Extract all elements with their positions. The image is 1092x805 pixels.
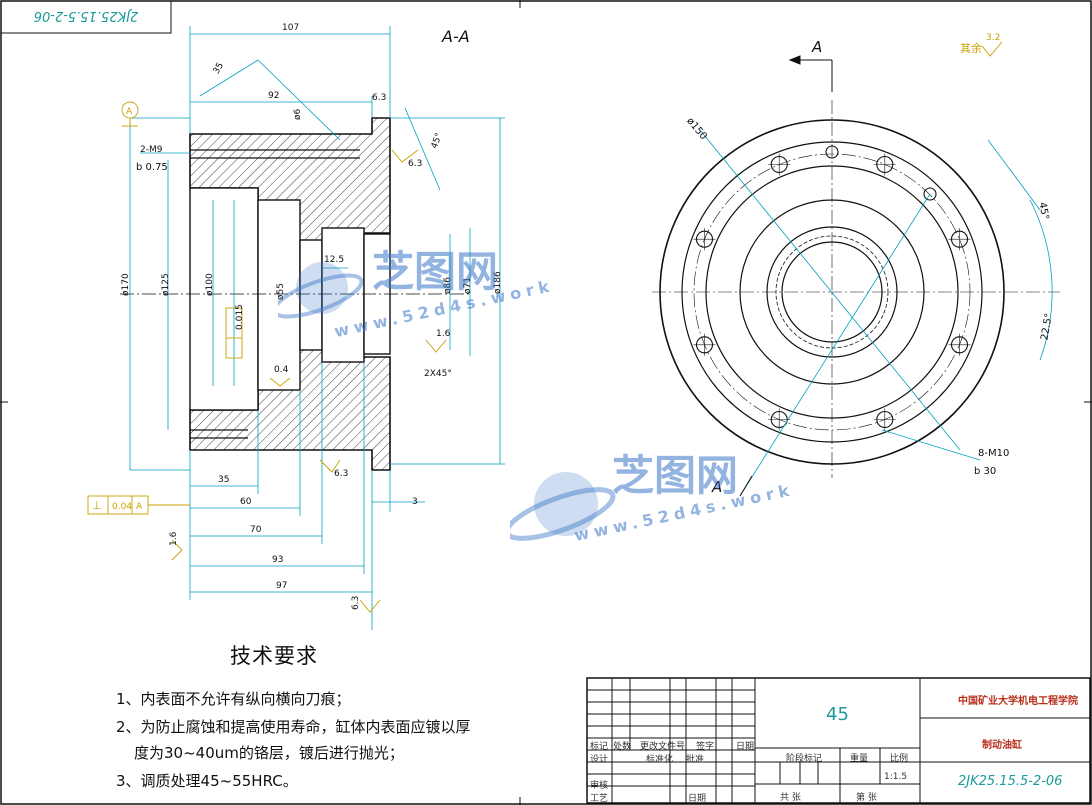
dim-12-5: 12.5 [324, 255, 344, 265]
tb-weight: 重量 [850, 754, 869, 764]
watermark-brand: 芝图网 [372, 247, 499, 296]
small-hole [825, 145, 839, 159]
roughness-other-label: 其余 [960, 41, 982, 55]
tb-sign: 签字 [696, 742, 715, 752]
dim-6-3-mid: 6.3 [408, 159, 422, 169]
perp-symbol: ⊥ [92, 499, 102, 512]
watermark-globe-2 [510, 472, 616, 541]
tb-scale-label: 比例 [890, 754, 909, 764]
dim-0-015: 0.015 [235, 304, 245, 330]
dim-35: 35 [218, 475, 229, 485]
dim-0-4: 0.4 [274, 365, 289, 375]
dim-angle22-5: 22.5° [1039, 312, 1055, 341]
tb-total: 共 张 [780, 793, 801, 803]
dim-6-3-bottom: 6.3 [351, 596, 361, 610]
watermark-brand: 芝图网 [612, 451, 739, 500]
tb-mark: 标记 [590, 742, 609, 752]
dim-60: 60 [240, 497, 252, 507]
tech-req-item: 2、为防止腐蚀和提高使用寿命，缸体内表面应镀以厚 [116, 718, 471, 736]
holes-spec: 8-M10 [978, 448, 1009, 459]
tech-req-item: 度为30~40um的铬层，镀后进行抛光； [134, 744, 404, 762]
dim-93: 93 [272, 555, 283, 565]
dim-3: 3 [412, 497, 418, 507]
tb-stage: 阶段标记 [786, 754, 823, 764]
dim-1-6: 1.6 [436, 329, 451, 339]
front-dimensions [699, 129, 1053, 497]
roughness-other-value: 3.2 [986, 33, 1000, 43]
tb-approve: 批准 [686, 755, 705, 765]
small-hole [923, 187, 937, 201]
section-annotations [87, 101, 447, 613]
datum-label: A [126, 107, 133, 117]
title-block [586, 677, 1091, 804]
dim-45deg: 45° [430, 132, 445, 150]
tech-req-item: 1、内表面不允许有纵向横向刀痕； [116, 690, 351, 708]
dim-6-3-top: 6.3 [372, 93, 386, 103]
school-name: 中国矿业大学机电工程学院 [958, 696, 1078, 707]
dim-92: 92 [268, 91, 279, 101]
dim-phi150: ø150 [684, 116, 709, 142]
dim-6-3-low: 6.3 [334, 469, 348, 479]
watermark-2: 芝图网 www.52d4s.work [572, 442, 796, 545]
view-label-bottom: A [711, 478, 722, 496]
view-label-top: A [811, 38, 822, 56]
tb-date: 日期 [736, 742, 755, 752]
scale-value: 1:1.5 [884, 772, 908, 782]
tb-design: 设计 [590, 755, 609, 765]
rough-1-6-left: 1.6 [169, 531, 179, 546]
front-view [652, 100, 1060, 478]
dim-phi86: ø86 [443, 277, 453, 294]
dim-35-top: 35 [212, 61, 226, 76]
corner-code: 2JK25.15.5-2-06 [34, 8, 138, 23]
dim-phi125: ø125 [161, 273, 171, 296]
part-name: 制动油缸 [982, 740, 1022, 751]
watermark-1: 芝图网 www.52d4s.work [332, 238, 556, 341]
front-labels: A A ø150 45° 22.5° 8-M10 b 30 其余 3.2 [684, 33, 1055, 496]
chamfer: 2X45° [424, 369, 452, 379]
tb-review: 审核 [590, 781, 609, 791]
dim-phi71: ø71 [463, 277, 473, 294]
dim-phi186: ø186 [493, 271, 503, 294]
dim-phi170: ø170 [121, 273, 131, 296]
dim-70: 70 [250, 525, 262, 535]
section-title: A-A [441, 27, 470, 46]
tb-sheet: 第 张 [856, 793, 877, 803]
perp-value: 0.04 [112, 502, 132, 512]
tb-process: 工艺 [590, 794, 609, 804]
section-dimensions [129, 26, 505, 630]
tech-req-item: 3、调质处理45~55HRC。 [116, 772, 298, 790]
dim-107: 107 [282, 23, 299, 33]
drawing-number: 2JK25.15.5-2-06 [958, 774, 1063, 789]
section-labels: A-A 107 35 92 6.3 45° 2-M9 b 0.75 ø170 ø… [92, 23, 503, 610]
tb-std: 标准化 [646, 755, 674, 765]
section-view [120, 117, 470, 471]
dim-phi100: ø100 [205, 273, 215, 296]
tb-change-no: 更改文件号 [640, 742, 686, 752]
tb-date-2: 日期 [688, 794, 707, 804]
hole-2m: 2-M9 [140, 145, 163, 155]
dim-97: 97 [276, 581, 287, 591]
holes-depth: b 30 [974, 466, 996, 477]
corner-code-box [0, 0, 172, 34]
dim-phi6: ø6 [293, 108, 303, 120]
perp-ref: A [136, 502, 143, 512]
hole-depth: b 0.75 [136, 162, 168, 173]
tb-count: 处数 [613, 742, 632, 752]
dim-angle45: 45° [1036, 201, 1050, 220]
tech-req-title: 技术要求 [230, 644, 318, 668]
watermark-globe-1 [278, 262, 364, 319]
material: 45 [826, 704, 849, 725]
dim-phi55: ø55 [276, 283, 286, 300]
